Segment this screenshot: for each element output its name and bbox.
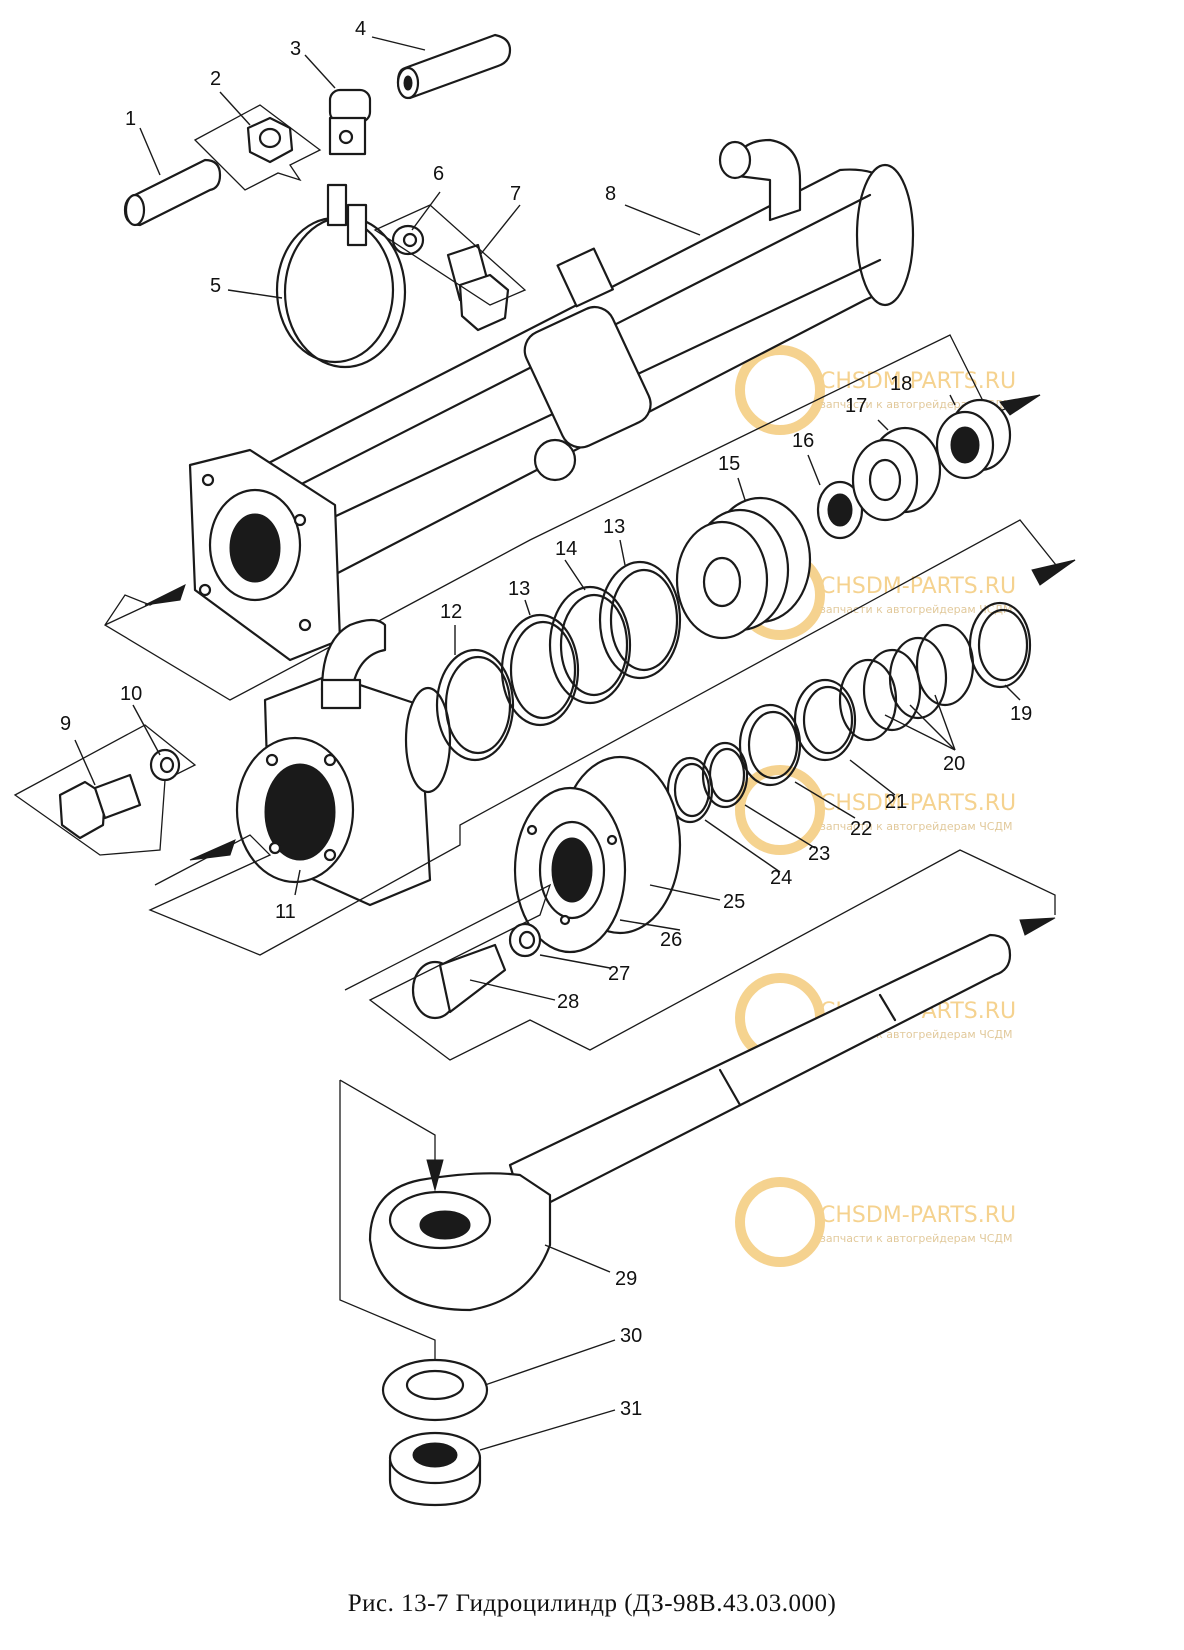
callout-9: 9 — [60, 713, 71, 735]
part-13-ring — [500, 613, 580, 727]
callout-1: 1 — [125, 108, 136, 130]
callout-30: 30 — [620, 1325, 642, 1347]
arrow-icon — [1031, 559, 1076, 586]
callout-25: 25 — [723, 891, 745, 913]
callout-22: 22 — [850, 818, 872, 840]
callout-leaders — [74, 36, 1021, 1451]
callout-29: 29 — [615, 1268, 637, 1290]
callout-23: 23 — [808, 843, 830, 865]
watermark-brand: CHSDM-PARTS.RU — [820, 574, 1016, 599]
part-2-nut — [193, 104, 322, 191]
callout-13b: 13 — [603, 516, 625, 538]
arrow-icon — [426, 1159, 444, 1192]
assembly-frame-3 — [344, 849, 1056, 1061]
part-13-ring-2 — [598, 560, 682, 680]
callout-3: 3 — [290, 38, 301, 60]
watermark-tagline: запчасти к автогрейдерам ЧСДМ — [820, 1232, 1013, 1245]
part-31-nut — [388, 1431, 482, 1507]
watermark-brand: CHSDM-PARTS.RU — [820, 1203, 1016, 1228]
callout-24: 24 — [770, 867, 792, 889]
callout-5: 5 — [210, 275, 221, 297]
part-25-26-gland-flange — [513, 755, 682, 954]
callout-4: 4 — [355, 18, 366, 40]
part-5-band-clamp — [275, 183, 407, 369]
callout-12: 12 — [440, 601, 462, 623]
figure-caption: Рис. 13-7 Гидроцилиндр (ДЗ-98В.43.03.000… — [347, 1590, 837, 1617]
callout-21: 21 — [885, 791, 907, 813]
watermark-5: CHSDM-PARTS.RU запчасти к автогрейдерам … — [735, 1177, 1016, 1267]
part-18-nut — [935, 398, 1012, 480]
callout-19: 19 — [1010, 703, 1032, 725]
watermark-brand: CHSDM-PARTS.RU — [820, 369, 1016, 394]
part-27-washer — [508, 922, 542, 958]
watermark-1: CHSDM-PARTS.RU запчасти к автогрейдерам … — [735, 345, 1016, 435]
callout-28: 28 — [557, 991, 579, 1013]
part-16-ring — [816, 480, 864, 540]
callout-15: 15 — [718, 453, 740, 475]
part-21-ring — [793, 678, 857, 762]
callout-6: 6 — [433, 163, 444, 185]
part-20-rings — [838, 623, 975, 742]
arrow-icon — [999, 394, 1041, 416]
part-11-cylinder-head — [235, 618, 452, 907]
callout-31: 31 — [620, 1398, 642, 1420]
part-10-washer — [149, 748, 181, 782]
callout-26: 26 — [660, 929, 682, 951]
callout-7: 7 — [510, 183, 521, 205]
callout-18: 18 — [890, 373, 912, 395]
part-29-rod — [368, 933, 1012, 1312]
callout-labels: 1 2 3 4 5 6 7 8 9 10 11 12 13 13 14 15 1… — [60, 18, 1032, 1420]
part-6-washer — [391, 224, 425, 256]
part-9-bolt — [13, 724, 197, 856]
watermark-tagline: запчасти к автогрейдерам ЧСДМ — [820, 820, 1013, 833]
watermark-brand: CHSDM-PARTS.RU — [820, 791, 1016, 816]
callout-14: 14 — [555, 538, 577, 560]
part-7-bolt — [373, 204, 527, 332]
callout-27: 27 — [608, 963, 630, 985]
assembly-frame-4 — [339, 1079, 436, 1360]
watermark-3: CHSDM-PARTS.RU запчасти к автогрейдерам … — [735, 765, 1016, 855]
callout-20: 20 — [943, 753, 965, 775]
part-28-bolt — [411, 943, 507, 1020]
callout-11: 11 — [275, 901, 296, 923]
part-8-cylinder-barrel — [188, 138, 915, 662]
callout-2: 2 — [210, 68, 221, 90]
watermark-tagline: запчасти к автогрейдерам ЧСДМ — [820, 603, 1013, 616]
arrow-icon — [1019, 917, 1056, 936]
callout-16: 16 — [792, 430, 814, 452]
callout-17: 17 — [845, 395, 867, 417]
part-14-ring — [548, 585, 632, 705]
part-1-pin — [123, 158, 222, 227]
callout-8: 8 — [605, 183, 616, 205]
part-4-sleeve — [396, 33, 512, 100]
part-17-bushing — [851, 426, 942, 522]
part-15-piston — [675, 496, 812, 640]
assembly-frame-2 — [148, 519, 1076, 956]
callout-10: 10 — [120, 683, 142, 705]
callout-13: 13 — [508, 578, 530, 600]
arrow-icon — [189, 839, 236, 861]
part-22-ring — [738, 703, 802, 787]
arrow-icon — [144, 584, 186, 606]
part-3-clamp — [328, 88, 372, 156]
part-30-washer — [381, 1358, 489, 1422]
